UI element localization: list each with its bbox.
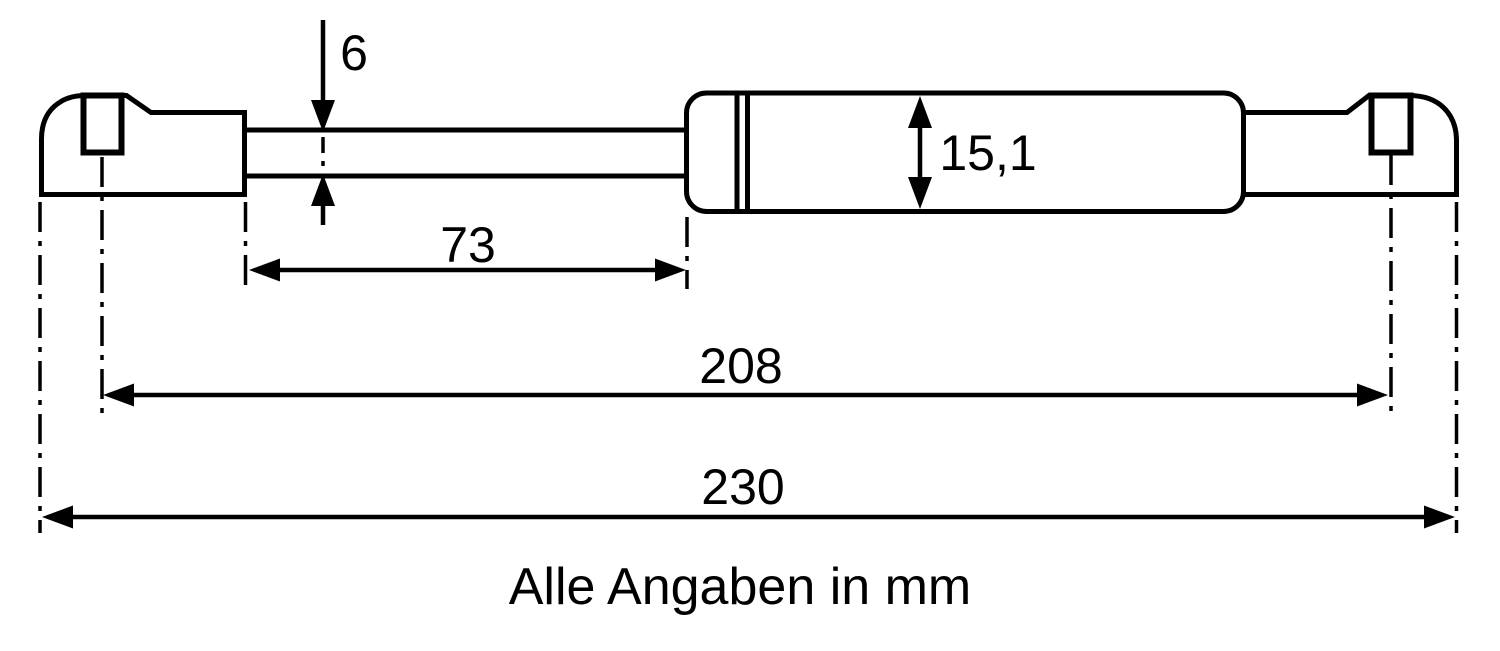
- left-bracket-mounting-hole: [80, 92, 125, 156]
- dim-total-length-label: 230: [701, 459, 784, 515]
- dim-eye-distance: 208: [103, 338, 1388, 407]
- dim-rod-diameter: 6: [311, 20, 368, 225]
- dim-eye-distance-right-arrow: [1357, 383, 1388, 407]
- dim-body-diameter-upper-arrow: [908, 96, 932, 128]
- dim-body-diameter-lower-arrow: [908, 177, 932, 209]
- dim-body-diameter-label: 15,1: [939, 125, 1036, 181]
- right-bracket-mounting-hole: [1368, 92, 1414, 156]
- left-end-bracket: [39, 93, 247, 197]
- dim-body-diameter: 15,1: [908, 96, 1037, 209]
- dim-total-length-left-arrow: [42, 505, 73, 529]
- dim-rod-length-label: 73: [440, 217, 496, 273]
- dim-eye-distance-label: 208: [699, 338, 782, 394]
- right-end-bracket: [1241, 93, 1459, 197]
- dim-eye-distance-left-arrow: [103, 383, 134, 407]
- dim-total-length: 230: [42, 459, 1455, 529]
- dim-rod-length-right-arrow: [655, 258, 686, 282]
- gas-spring-part: [39, 90, 1459, 214]
- dim-rod-length: 73: [249, 217, 686, 282]
- dim-rod-diameter-lower-arrow: [311, 174, 335, 206]
- dim-rod-diameter-upper-arrow: [311, 100, 335, 132]
- dim-total-length-right-arrow: [1424, 505, 1455, 529]
- units-caption: Alle Angaben in mm: [509, 558, 972, 616]
- dim-rod-length-left-arrow: [249, 258, 280, 282]
- dim-rod-diameter-label: 6: [340, 25, 368, 81]
- extension-center-lines: [38, 155, 1459, 533]
